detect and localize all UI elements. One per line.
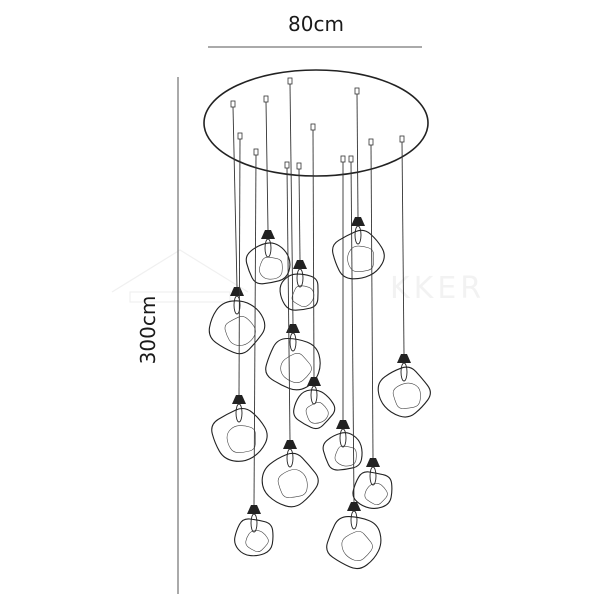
svg-text:KKER: KKER (390, 271, 485, 306)
pendant-lamp (279, 162, 319, 311)
pendant-lamp (245, 95, 291, 285)
pendant-lamp (265, 77, 321, 391)
pendant-lamp (234, 148, 274, 557)
pendant-lamp (261, 161, 319, 508)
pendant-lamp (322, 155, 363, 471)
pendant-lamp (211, 132, 268, 462)
pendant-lamp (377, 135, 431, 418)
pendant-lamp (326, 155, 382, 570)
ceiling-canopy (203, 69, 429, 177)
pendant-group (208, 77, 431, 570)
watermark-logo: KKER (111, 249, 485, 306)
pendant-lamp (332, 87, 385, 280)
pendant-lamp (352, 138, 393, 509)
pendant-lamp (208, 100, 266, 355)
pendant-lamp (293, 123, 336, 430)
width-dimension-label: 80cm (288, 12, 344, 36)
